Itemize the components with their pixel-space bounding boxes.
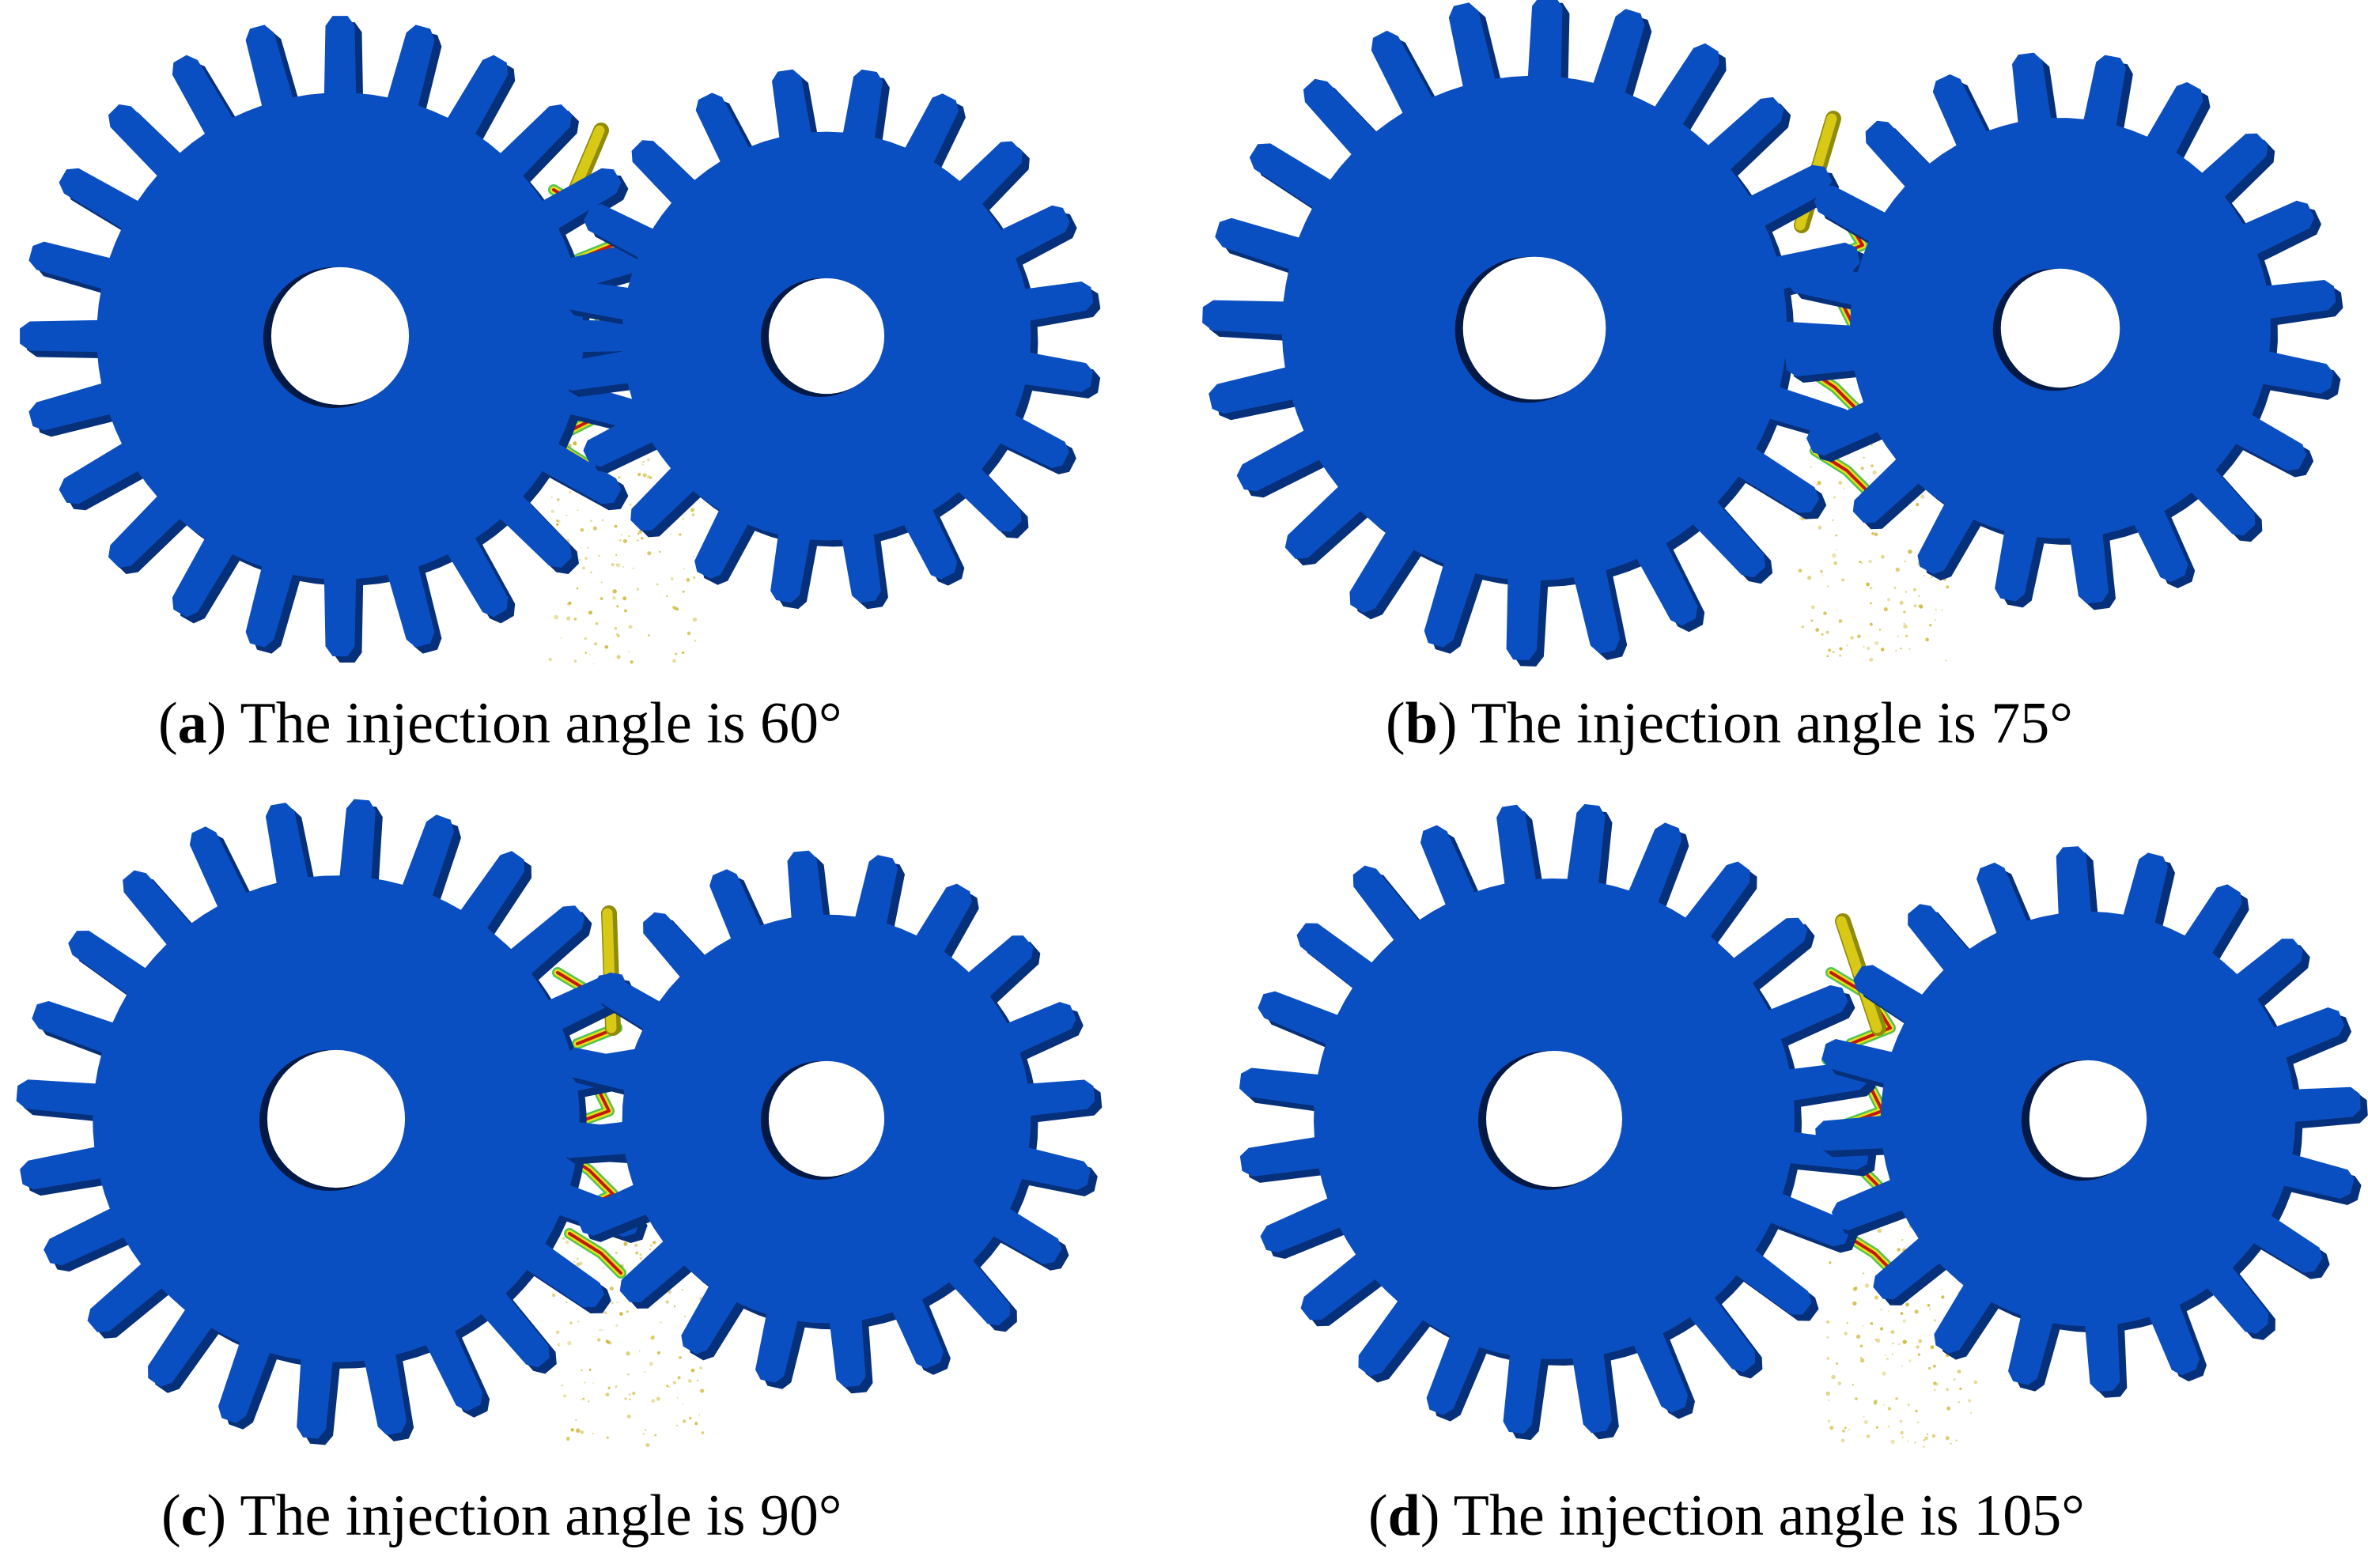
- caption-b-text: The injection angle is 75°: [1457, 691, 2073, 756]
- caption-b-letter: b: [1405, 691, 1438, 756]
- panel-b-driven-gear: [1784, 52, 2343, 610]
- panel-a-driving-gear-bore-hole: [270, 266, 410, 406]
- panel-c-driving-gear-bore-hole: [267, 1049, 406, 1188]
- panel-b-driving-gear-bore-hole: [1462, 256, 1606, 400]
- caption-b: (b) The injection angle is 75°: [1386, 691, 2073, 756]
- panel-a-driven-gear: [559, 69, 1101, 610]
- caption-c-text: The injection angle is 90°: [226, 1483, 842, 1548]
- caption-c-letter: c: [180, 1483, 207, 1548]
- panel-c-driven-gear-bore-hole: [768, 1060, 885, 1177]
- panel-b-driving-gear: [1202, 0, 1874, 667]
- panel-d-driving-gear-bore-hole: [1486, 1051, 1622, 1187]
- caption-d-text: The injection angle is 105°: [1439, 1483, 2085, 1548]
- caption-d: (d) The injection angle is 105°: [1368, 1483, 2085, 1548]
- panel-d-driven-gear-bore-hole: [2029, 1060, 2147, 1178]
- caption-c: (c) The injection angle is 90°: [161, 1483, 842, 1548]
- panel-a-oil-droplets: [548, 441, 698, 665]
- caption-a-letter: a: [177, 691, 207, 756]
- panel-d-driven-gear: [1815, 846, 2368, 1398]
- caption-a-text: The injection angle is 60°: [226, 691, 842, 756]
- panel-c-driving-gear: [16, 799, 664, 1445]
- panel-a-driven-gear-bore-hole: [768, 278, 885, 395]
- caption-a: (a) The injection angle is 60°: [158, 691, 842, 756]
- caption-d-letter: d: [1387, 1483, 1420, 1548]
- panel-d-driving-gear: [1239, 803, 1877, 1441]
- panel-b-driven-gear-bore-hole: [2000, 268, 2120, 388]
- panel-c-driven-gear: [558, 850, 1103, 1394]
- panel-a-driving-gear: [20, 16, 668, 663]
